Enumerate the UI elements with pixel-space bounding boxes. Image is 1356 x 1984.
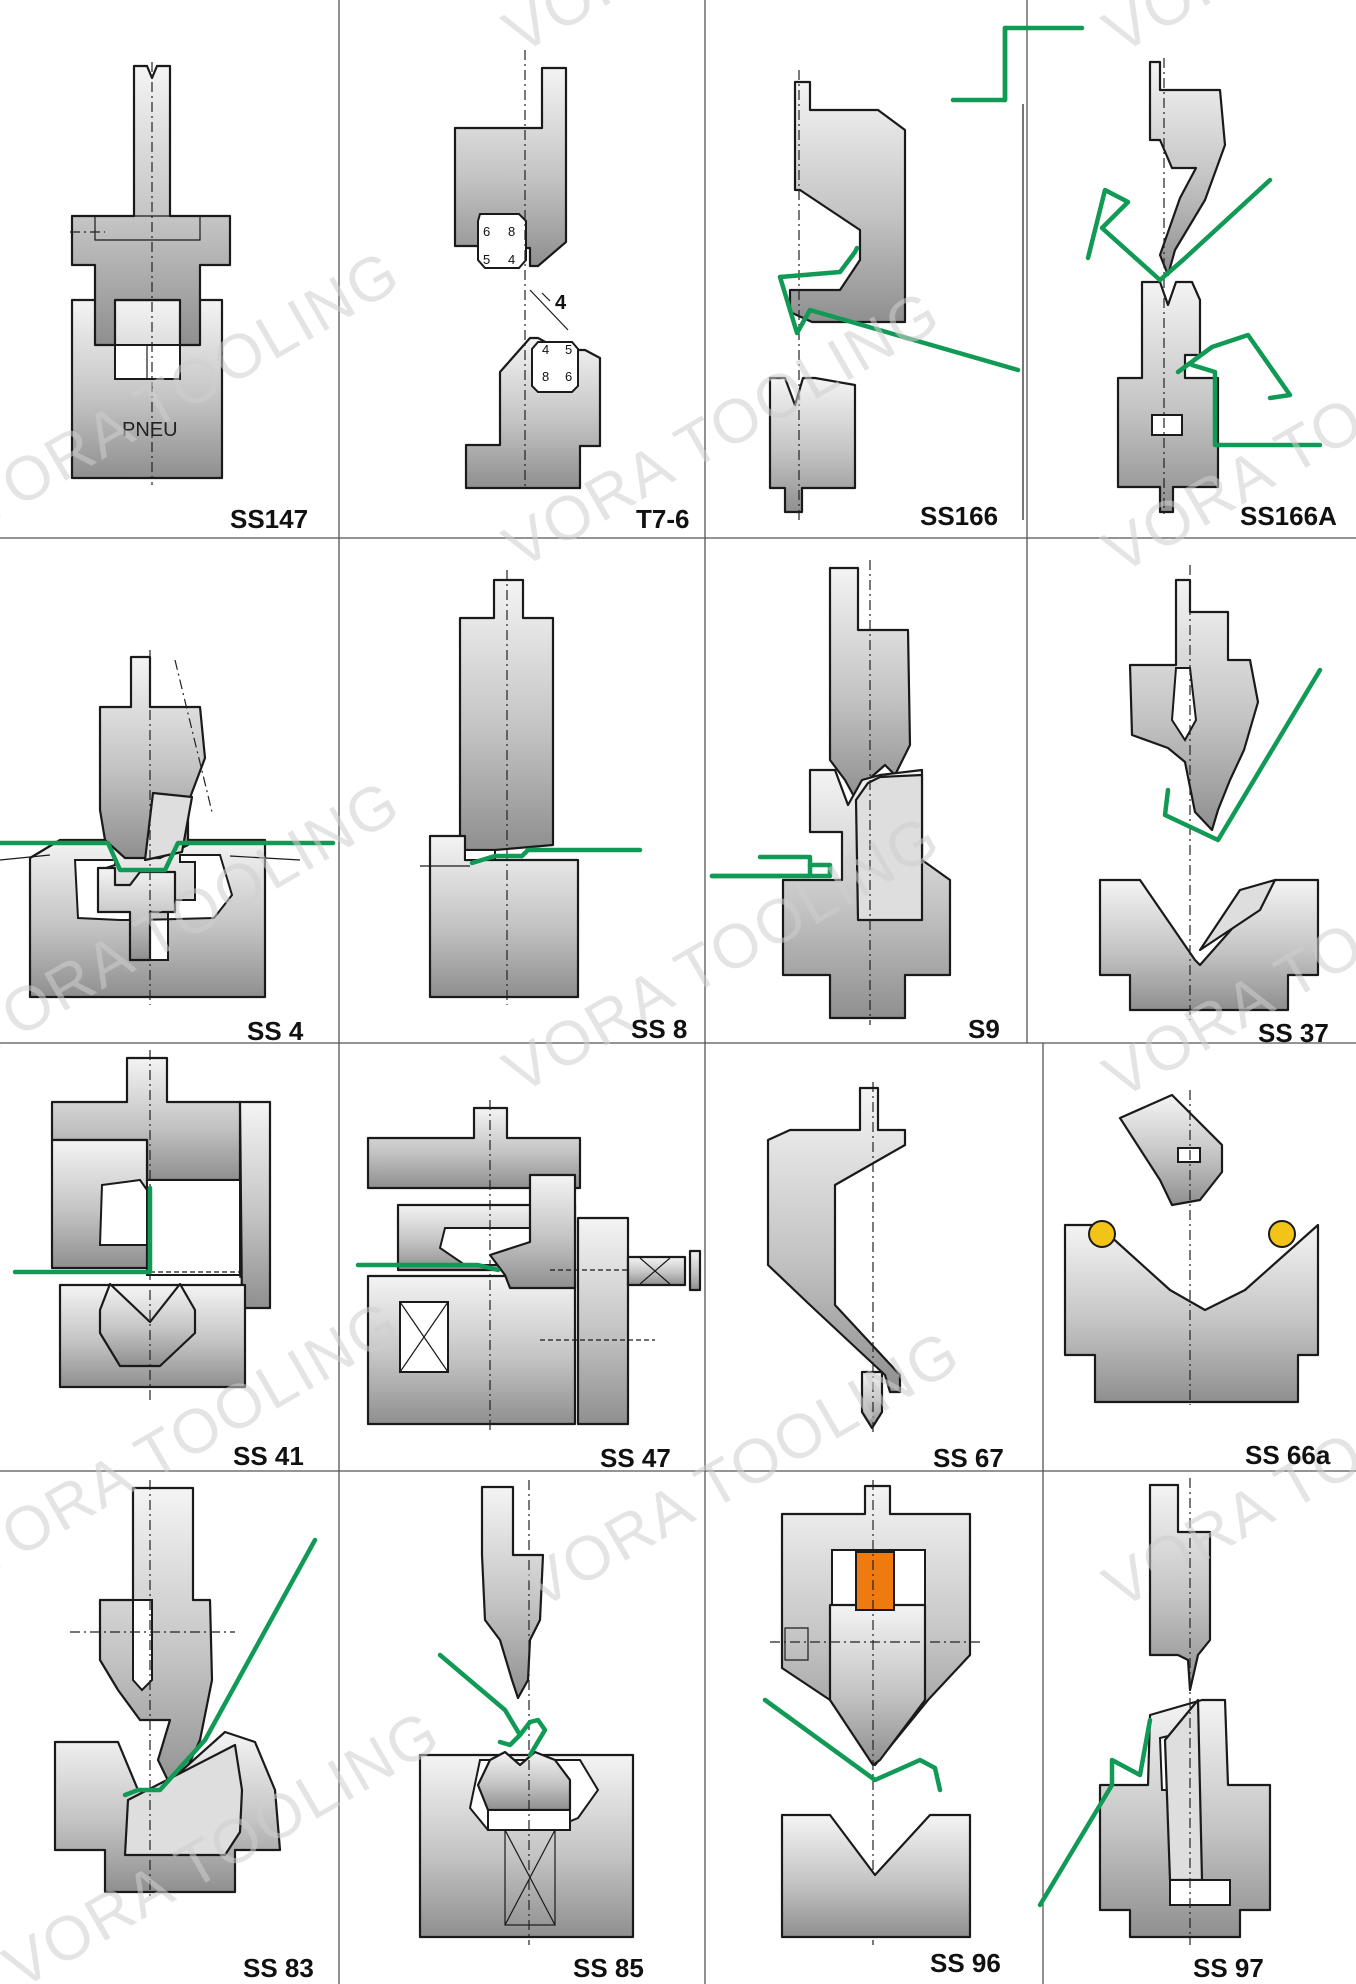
num-b-1: 5 xyxy=(565,342,572,357)
label-s9: S9 xyxy=(968,1014,1000,1044)
tool-ss41 xyxy=(12,1050,272,1400)
tool-ss47 xyxy=(355,1100,702,1432)
tool-t7-6: 6 8 5 4 4 5 8 6 4 xyxy=(453,50,602,490)
tool-ss37 xyxy=(1098,565,1323,1020)
tool-ss4 xyxy=(0,650,336,1005)
num-t-0: 6 xyxy=(483,224,490,239)
tool-ss97 xyxy=(1037,1478,1272,1945)
watermark-3: VORA TOOLING xyxy=(0,237,412,542)
watermark-1: VORA TOOLING xyxy=(493,0,952,67)
tool-ss8 xyxy=(420,570,643,1005)
label-t7-6: T7-6 xyxy=(636,504,689,534)
tool-ss66a xyxy=(1063,1090,1320,1405)
tool-ss67 xyxy=(766,1082,907,1435)
tool-ss85 xyxy=(418,1480,635,1945)
num-b-3: 6 xyxy=(565,369,572,384)
label-ss166: SS166 xyxy=(920,501,998,531)
tool-s9 xyxy=(709,560,952,1025)
label-ss4: SS 4 xyxy=(247,1016,304,1046)
tool-ss147: PNEU xyxy=(70,62,232,485)
tool-ss166a xyxy=(1085,58,1323,515)
tool-ss83 xyxy=(53,1480,318,1900)
label-ss166a: SS166A xyxy=(1240,501,1337,531)
label-ss97: SS 97 xyxy=(1193,1953,1264,1983)
label-ss66a: SS 66a xyxy=(1245,1440,1331,1470)
tool-ss166 xyxy=(768,25,1085,520)
label-ss96: SS 96 xyxy=(930,1948,1001,1978)
label-ss85: SS 85 xyxy=(573,1953,644,1983)
dim-label: 4 xyxy=(555,292,567,314)
label-ss41: SS 41 xyxy=(233,1441,304,1471)
num-b-2: 8 xyxy=(542,369,549,384)
label-ss83: SS 83 xyxy=(243,1953,314,1983)
label-ss37: SS 37 xyxy=(1258,1018,1329,1048)
watermark-2: VORA TOOLING xyxy=(1093,0,1356,67)
label-ss47: SS 47 xyxy=(600,1443,671,1473)
label-ss8: SS 8 xyxy=(631,1014,687,1044)
num-t-3: 4 xyxy=(508,252,515,267)
note-pneu: PNEU xyxy=(122,419,178,441)
captions: SS147 T7-6 SS166 SS166A SS 4 SS 8 S9 SS … xyxy=(230,501,1337,1983)
label-ss67: SS 67 xyxy=(933,1443,1004,1473)
label-ss147: SS147 xyxy=(230,504,308,534)
tool-ss96 xyxy=(762,1480,980,1945)
num-b-0: 4 xyxy=(542,342,549,357)
num-t-1: 8 xyxy=(508,224,515,239)
num-t-2: 5 xyxy=(483,252,490,267)
